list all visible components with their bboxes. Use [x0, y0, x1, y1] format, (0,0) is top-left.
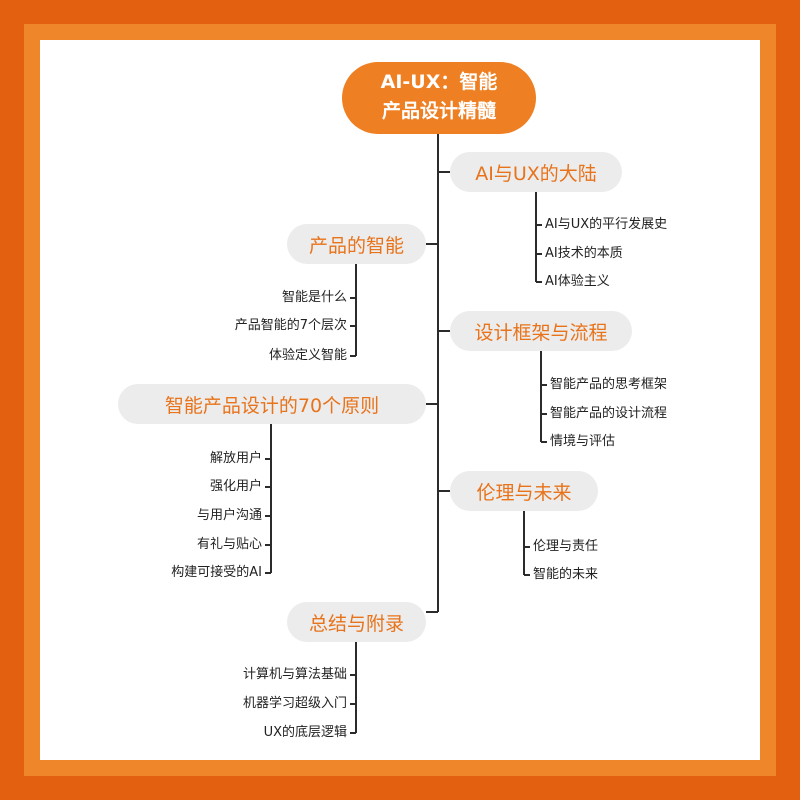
leaf-b2-2: 产品智能的7个层次	[234, 318, 347, 333]
branch-b5[interactable]: 伦理与未来	[450, 471, 598, 511]
leaf-b5-2: 智能的未来	[533, 567, 599, 582]
leaf-b6-1: 计算机与算法基础	[242, 667, 347, 682]
leaf-b4-5: 构建可接受的AI	[171, 565, 262, 580]
leaf-b3-1: 智能产品的思考框架	[550, 377, 668, 392]
leaf-b4-1: 解放用户	[209, 451, 262, 466]
branch-b4[interactable]: 智能产品设计的70个原则	[118, 384, 426, 424]
leaf-b5-1: 伦理与责任	[533, 539, 599, 554]
leaf-b1-1: AI与UX的平行发展史	[545, 217, 668, 232]
leaf-b6-2: 机器学习超级入门	[242, 696, 347, 711]
root-node[interactable]: AI-UX：智能 产品设计精髓	[342, 62, 536, 134]
leaf-b1-3: AI体验主义	[545, 274, 610, 289]
branch-b2[interactable]: 产品的智能	[287, 224, 426, 264]
branch-b6[interactable]: 总结与附录	[287, 602, 426, 642]
leaf-b2-1: 智能是什么	[281, 290, 347, 305]
leaf-b4-3: 与用户沟通	[196, 508, 262, 523]
leaf-b6-3: UX的底层逻辑	[263, 725, 347, 740]
branch-b1[interactable]: AI与UX的大陆	[450, 152, 622, 192]
leaf-b2-3: 体验定义智能	[268, 348, 347, 363]
leaf-b3-3: 情境与评估	[550, 434, 616, 449]
leaf-b3-2: 智能产品的设计流程	[550, 406, 668, 421]
branch-b3[interactable]: 设计框架与流程	[450, 311, 632, 351]
leaf-b4-4: 有礼与贴心	[196, 537, 262, 552]
leaf-b1-2: AI技术的本质	[545, 246, 623, 261]
root-title-line1: AI-UX：智能	[380, 71, 498, 93]
root-title-line2: 产品设计精髓	[381, 100, 496, 122]
leaf-b4-2: 强化用户	[209, 479, 262, 494]
